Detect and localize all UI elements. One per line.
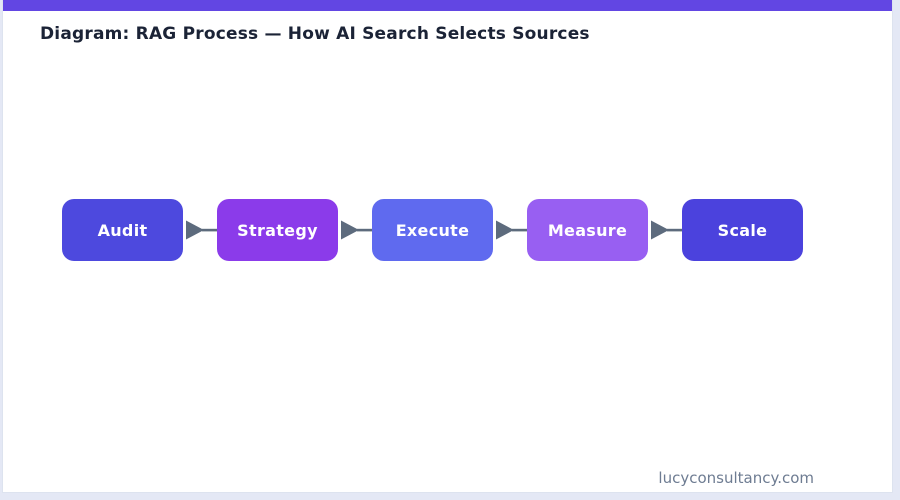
page-title: Diagram: RAG Process — How AI Search Sel…	[40, 24, 590, 44]
accent-bar	[3, 0, 892, 11]
process-flow: Audit Strategy Execute Measure	[62, 199, 803, 261]
footer-website-text: lucyconsultancy.com	[658, 469, 814, 487]
flow-step-strategy: Strategy	[217, 199, 338, 261]
right-arrow-icon	[493, 199, 527, 261]
flow-step-execute: Execute	[372, 199, 493, 261]
flow-step-measure: Measure	[527, 199, 648, 261]
right-arrow-icon	[648, 199, 682, 261]
right-arrow-icon	[183, 199, 217, 261]
flow-step-scale: Scale	[682, 199, 803, 261]
flow-step-audit: Audit	[62, 199, 183, 261]
diagram-card: Diagram: RAG Process — How AI Search Sel…	[2, 0, 893, 493]
right-arrow-icon	[338, 199, 372, 261]
